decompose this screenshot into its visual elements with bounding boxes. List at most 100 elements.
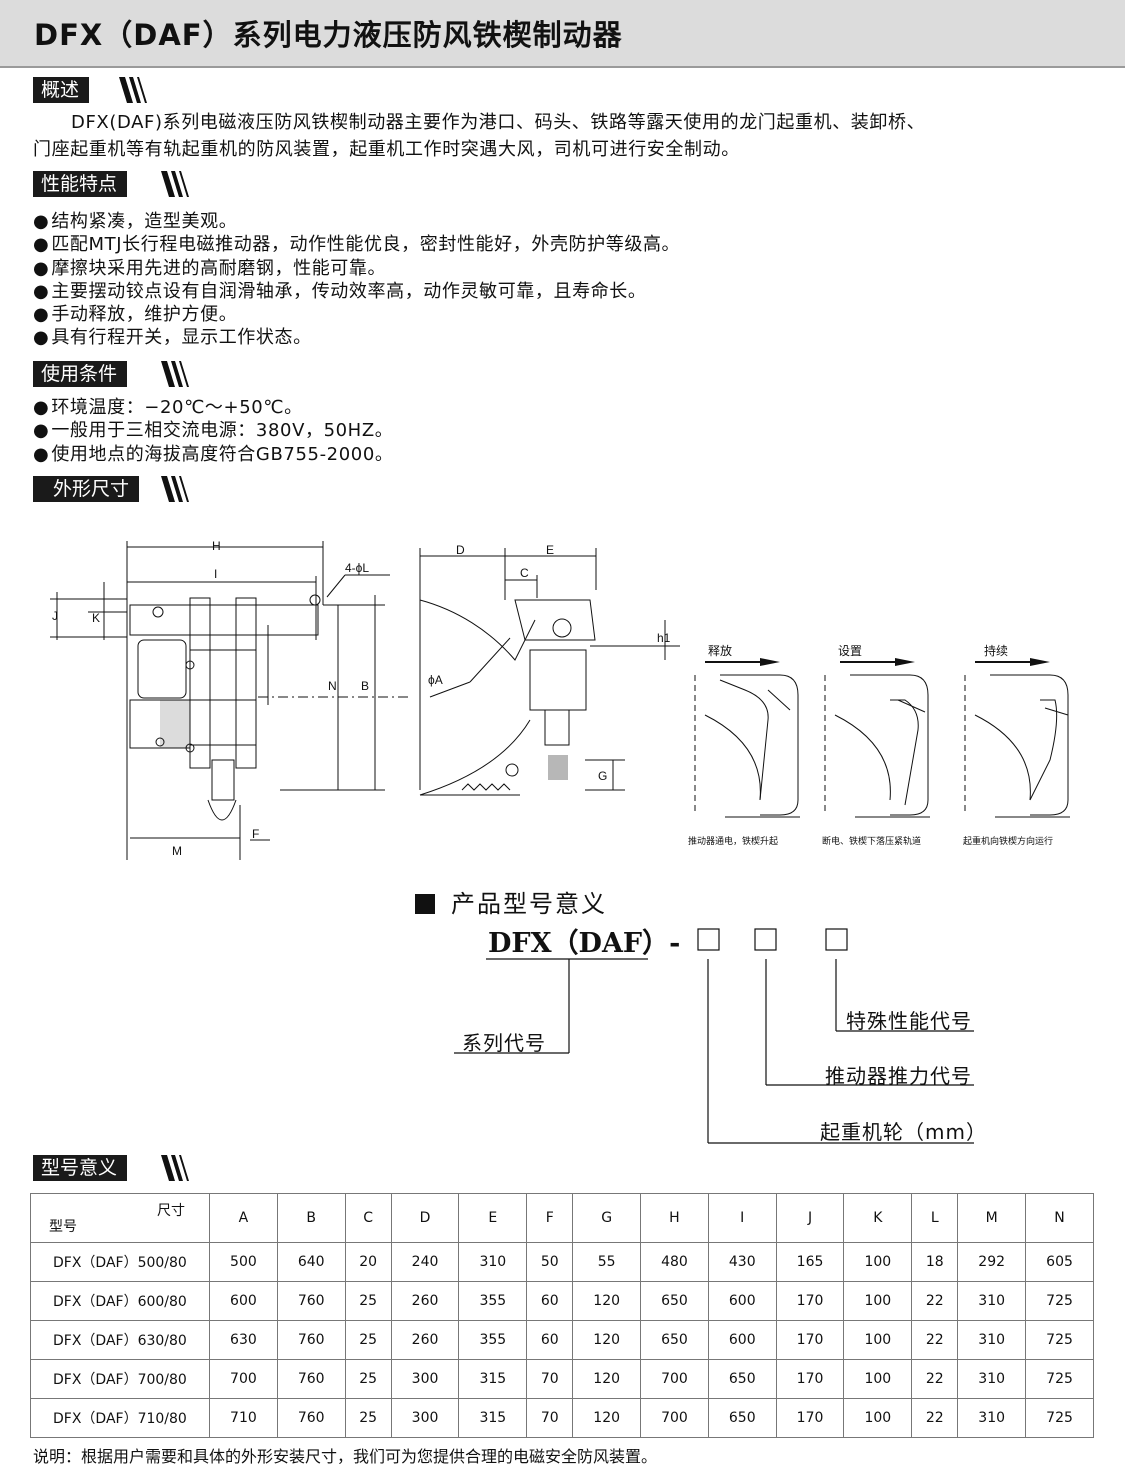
dim-label-C: C <box>520 566 529 580</box>
front-view <box>419 548 680 796</box>
table-cell: 650 <box>707 1359 777 1399</box>
conditions-list: 环境温度：−20℃～+50℃。 一般用于三相交流电源：380V，50HZ。 使用… <box>33 396 393 466</box>
corner-top-label: 尺寸 <box>157 1203 185 1219</box>
slash-decoration-icon <box>119 77 147 103</box>
table-cell: 260 <box>390 1320 460 1360</box>
table-cell: 165 <box>775 1242 845 1282</box>
table-header-cell: K <box>843 1193 913 1243</box>
table-cell: 300 <box>390 1359 460 1399</box>
model-cell: DFX（DAF）630/80 <box>30 1320 210 1360</box>
table-cell: 25 <box>344 1320 392 1360</box>
list-item: 使用地点的海拔高度符合GB755-2000。 <box>33 443 393 466</box>
table-cell: 292 <box>957 1242 1027 1282</box>
side-view <box>50 541 410 860</box>
section-label: 型号意义 <box>33 1155 128 1181</box>
table-cell: 120 <box>572 1320 642 1360</box>
dim-label-M: M <box>172 844 182 858</box>
table-cell: 605 <box>1025 1242 1094 1282</box>
dim-label-K: K <box>92 611 100 625</box>
table-cell: 355 <box>458 1320 528 1360</box>
table-cell: 25 <box>344 1359 392 1399</box>
slash-decoration-icon <box>161 476 189 502</box>
table-cell: 725 <box>1025 1320 1094 1360</box>
table-cell: 310 <box>458 1242 528 1282</box>
table-cell: 630 <box>209 1320 278 1360</box>
arrow-icon <box>760 658 780 666</box>
slash-decoration-icon <box>161 171 189 197</box>
corner-bottom-label: 型号 <box>49 1219 77 1235</box>
table-cell: 480 <box>640 1242 709 1282</box>
section-label: 使用条件 <box>33 361 128 387</box>
slash-decoration-icon <box>161 361 189 387</box>
model-cell: DFX（DAF）710/80 <box>30 1398 210 1438</box>
table-cell: 100 <box>843 1398 913 1438</box>
state-caption: 起重机向铁楔方向运行 <box>963 835 1053 846</box>
state-release-figure <box>694 674 800 818</box>
table-header-cell: D <box>390 1193 460 1243</box>
table-cell: 315 <box>458 1359 528 1399</box>
state-name: 设置 <box>838 644 862 658</box>
state-name: 释放 <box>708 643 732 658</box>
table-cell: 725 <box>1025 1398 1094 1438</box>
list-item: 环境温度：−20℃～+50℃。 <box>33 396 393 419</box>
model-code: DFX（DAF）- <box>488 928 681 959</box>
dim-label-B: B <box>361 679 369 693</box>
table-cell: 650 <box>707 1398 777 1438</box>
table-header-cell: L <box>911 1193 959 1243</box>
table-cell: 600 <box>707 1281 777 1321</box>
table-cell: 18 <box>911 1242 959 1282</box>
table-header-cell: C <box>344 1193 392 1243</box>
table-cell: 650 <box>640 1320 709 1360</box>
table-cell: 430 <box>707 1242 777 1282</box>
table-header-cell: N <box>1025 1193 1094 1243</box>
table-cell: 500 <box>209 1242 278 1282</box>
code-box <box>825 928 848 951</box>
dim-label-E: E <box>546 543 554 557</box>
page-title: DFX（DAF）系列电力液压防风铁楔制动器 <box>34 18 623 52</box>
footnote: 说明：根据用户需要和具体的外形安装尺寸，我们可为您提供合理的电磁安全防风装置。 <box>33 1447 658 1466</box>
table-cell: 760 <box>276 1398 346 1438</box>
table-cell: 725 <box>1025 1281 1094 1321</box>
series-code-label: 系列代号 <box>462 1031 546 1055</box>
table-cell: 120 <box>572 1398 642 1438</box>
special-code-label: 特殊性能代号 <box>846 1009 972 1033</box>
table-cell: 310 <box>957 1398 1027 1438</box>
state-continue-figure <box>964 674 1070 818</box>
list-item: 主要摆动铰点设有自润滑轴承，传动效率高，动作灵敏可靠，且寿命长。 <box>33 280 680 303</box>
table-header-cell: B <box>276 1193 346 1243</box>
model-code-diagram <box>454 928 974 1144</box>
table-cell: 170 <box>775 1359 845 1399</box>
table-cell: 120 <box>572 1359 642 1399</box>
arrow-icon <box>895 658 915 666</box>
table-cell: 725 <box>1025 1359 1094 1399</box>
dim-label-I: I <box>214 567 217 581</box>
table-cell: 760 <box>276 1281 346 1321</box>
table-corner-cell: 尺寸 型号 <box>30 1193 210 1243</box>
slash-decoration-icon <box>161 1155 189 1181</box>
code-box <box>754 928 777 951</box>
model-cell: DFX（DAF）600/80 <box>30 1281 210 1321</box>
table-cell: 600 <box>209 1281 278 1321</box>
dim-label-J: J <box>52 609 58 623</box>
table-cell: 310 <box>957 1359 1027 1399</box>
wheel-code-label: 起重机轮（mm） <box>820 1120 987 1144</box>
table-cell: 640 <box>276 1242 346 1282</box>
dim-label-D: D <box>456 543 465 557</box>
table-header-row: 尺寸 型号 A B C D E F G H I J K L M N <box>30 1193 1094 1243</box>
table-cell: 240 <box>390 1242 460 1282</box>
actuator-block <box>160 700 190 748</box>
table-header-cell: M <box>957 1193 1027 1243</box>
table-cell: 50 <box>526 1242 574 1282</box>
table-cell: 600 <box>707 1320 777 1360</box>
model-meaning-title-text: 产品型号意义 <box>451 890 607 918</box>
state-caption: 断电、铁楔下落压紧轨道 <box>822 835 921 846</box>
list-item: 摩擦块采用先进的高耐磨钢，性能可靠。 <box>33 257 680 280</box>
table-cell: 55 <box>572 1242 642 1282</box>
list-item: 结构紧凑，造型美观。 <box>33 210 680 233</box>
dim-label-G: G <box>598 769 607 783</box>
table-cell: 100 <box>843 1242 913 1282</box>
